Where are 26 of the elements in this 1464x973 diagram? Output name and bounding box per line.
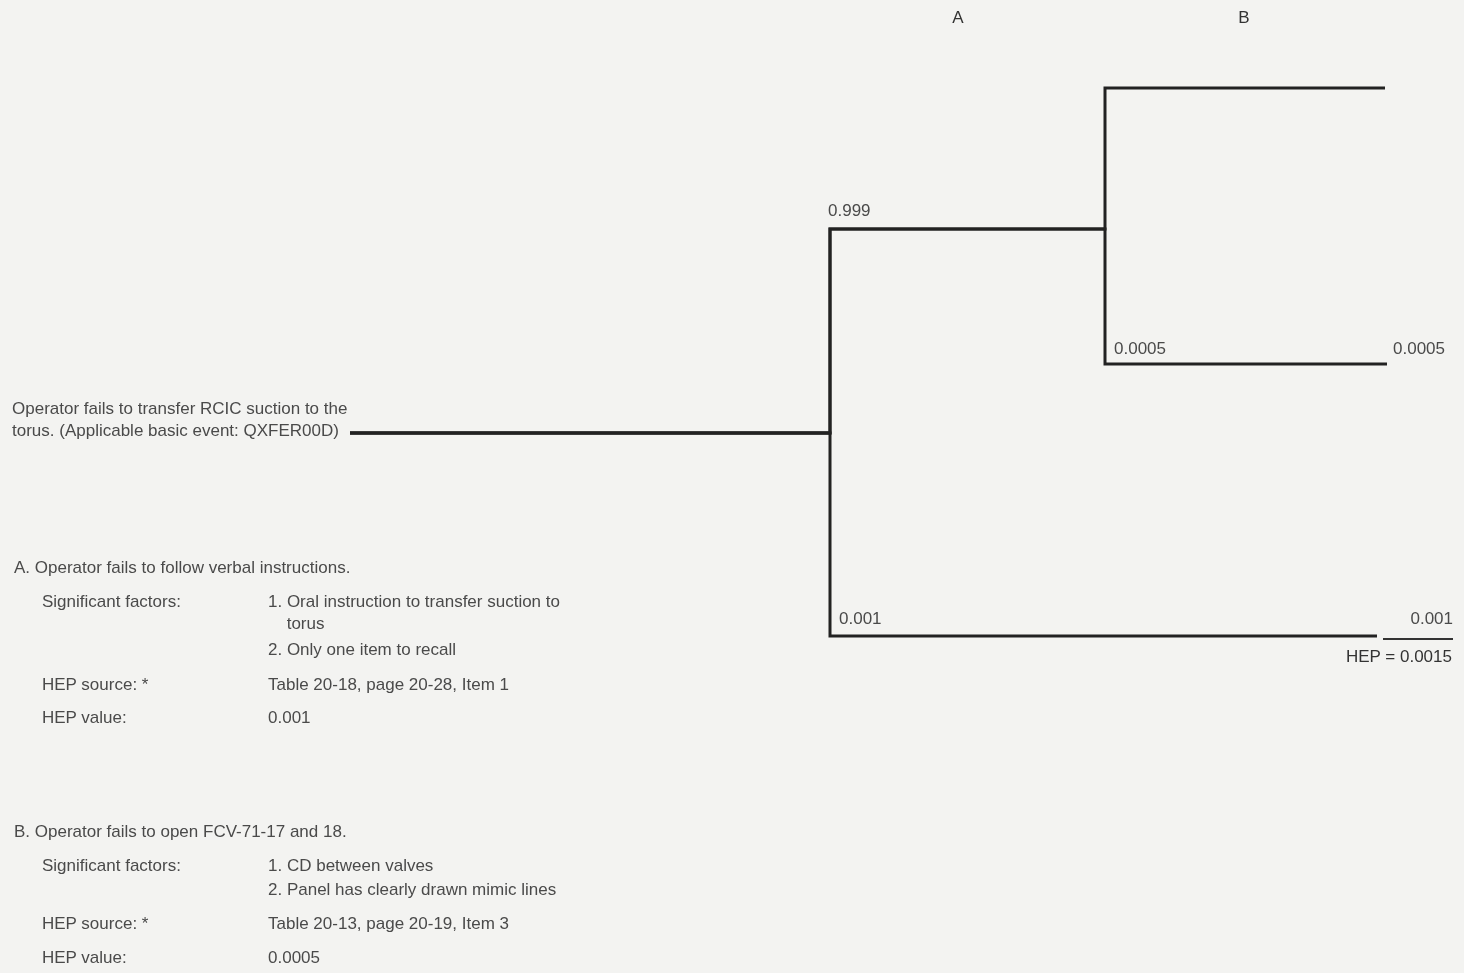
field-value: Table 20-13, page 20-19, Item 3 <box>268 913 510 935</box>
column-heading: A <box>951 7 965 29</box>
field-label: HEP source: * <box>42 913 150 935</box>
branch-probability: 0.0005 <box>1114 338 1167 360</box>
field-label: HEP value: <box>42 707 128 729</box>
event-description: Operator fails to transfer RCIC suction to the torus. (Applicable basic event: QXFER00D) <box>12 398 349 442</box>
field-label: HEP source: * <box>42 674 150 696</box>
field-value: 0.0005 <box>268 947 321 969</box>
field-value: 0.001 <box>268 707 312 729</box>
field-label: HEP value: <box>42 947 128 969</box>
field-label: Significant factors: <box>42 591 182 613</box>
factor-item: 2. Panel has clearly drawn mimic lines <box>268 879 558 901</box>
field-value: Table 20-18, page 20-28, Item 1 <box>268 674 510 696</box>
total-hep: HEP = 0.0015 <box>1344 646 1452 668</box>
event-tree-branch <box>350 431 1377 638</box>
task-heading: A. Operator fails to follow verbal instructions. <box>14 557 352 579</box>
branch-end-value: 0.001 <box>1409 608 1453 630</box>
task-heading: B. Operator fails to open FCV-71-17 and 18. <box>14 821 348 843</box>
branch-probability: 0.999 <box>828 200 872 222</box>
branch-end-value: 0.0005 <box>1393 338 1446 360</box>
branch-probability: 0.001 <box>839 608 883 630</box>
factor-item: 1. CD between valves <box>268 855 435 877</box>
factor-item: 1. Oral instruction to transfer suction to torus <box>268 591 561 635</box>
factor-item: 2. Only one item to recall <box>268 639 458 661</box>
column-heading: B <box>1237 7 1251 29</box>
field-label: Significant factors: <box>42 855 182 877</box>
